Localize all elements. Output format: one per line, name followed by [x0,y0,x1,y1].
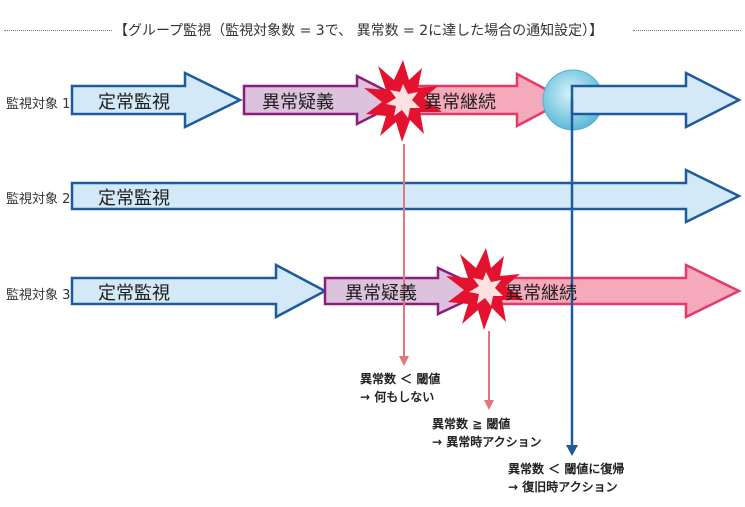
row3-normal-label: 定常監視 [98,283,170,304]
row2-normal-label: 定常監視 [98,188,170,209]
row1-label: 監視対象 1 [6,97,71,112]
row2-label: 監視対象 2 [6,192,71,207]
row1-drop-arrowhead [399,356,409,366]
row3-continue-label: 異常継続 [505,283,577,304]
note-recovery-action: 異常数 ＜ 閾値に復帰 → 復旧時アクション [508,460,624,496]
row3-doubt-label: 異常疑義 [345,283,417,304]
title-dotted-line-right [633,30,741,31]
row1-normal-return-arrow [570,70,742,130]
row1-normal-label: 定常監視 [98,92,170,113]
row1-burst-inner [386,84,420,118]
row3-normal-arrow [70,262,328,320]
recovery-drop-arrowhead [566,445,578,456]
row1-continue-arrow [406,71,569,129]
row1-normal-arrow [70,70,243,130]
note-recovery-action-result: → 復旧時アクション [508,480,618,494]
row3-burst-inner [469,272,503,306]
page-title: 【グループ監視（監視対象数 = 3で、 異常数 = 2に達した場合の通知設定）】 [114,23,604,39]
row1-continue-label: 異常継続 [424,92,496,113]
note-alert-action-condition: 異常数 ≧ 閾値 [432,417,511,431]
row3-continue-arrow [487,262,742,320]
note-no-action: 異常数 ＜ 閾値 → 何もしない [360,370,440,406]
note-alert-action: 異常数 ≧ 閾値 → 異常時アクション [432,415,542,451]
row3-label: 監視対象 3 [6,288,71,303]
note-no-action-result: → 何もしない [360,390,435,404]
note-alert-action-result: → 異常時アクション [432,435,542,449]
note-no-action-condition: 異常数 ＜ 閾値 [360,372,441,386]
row1-doubt-label: 異常疑義 [262,92,334,113]
title-dotted-line-left [4,30,112,31]
note-recovery-action-condition: 異常数 ＜ 閾値に復帰 [508,462,625,476]
title-bar: 【グループ監視（監視対象数 = 3で、 異常数 = 2に達した場合の通知設定）】 [0,20,745,40]
row2-normal-arrow [70,167,742,225]
row3-drop-arrowhead [484,400,494,410]
